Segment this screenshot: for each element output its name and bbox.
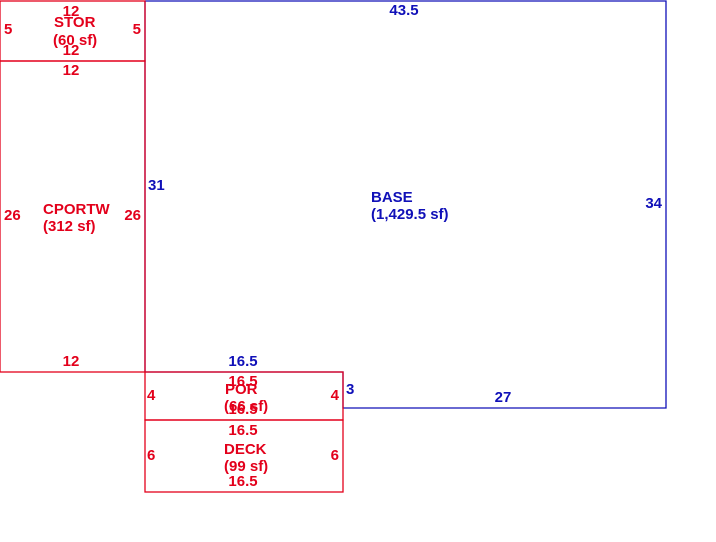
deck-dim-left: 6	[147, 447, 155, 464]
deck-dim-bottom: 16.5	[228, 473, 257, 490]
base-dim-left: 31	[148, 177, 165, 194]
por-name: POR	[225, 381, 258, 398]
base-dim-top: 43.5	[389, 2, 418, 19]
cportw-outline	[0, 60, 146, 373]
stor-dim-left: 5	[4, 21, 12, 38]
stor-name: STOR	[54, 14, 96, 31]
cportw-name: CPORTW	[43, 201, 111, 218]
stor-dim-bottom: 12	[63, 42, 80, 59]
cportw-area: (312 sf)	[43, 218, 96, 235]
cportw-dim-bottom: 12	[63, 353, 80, 370]
base-dim-step-top: 16.5	[228, 353, 257, 370]
deck-name: DECK	[224, 441, 267, 458]
por-area: (66 sf)	[224, 398, 268, 415]
stor-dim-top: 12	[63, 3, 80, 20]
base-name: BASE	[371, 189, 413, 206]
stor-area: (60 sf)	[53, 32, 97, 49]
base-area: (1,429.5 sf)	[371, 206, 449, 223]
por-dim-left: 4	[147, 387, 156, 404]
deck-area: (99 sf)	[224, 458, 268, 475]
deck-dim-right: 6	[331, 447, 339, 464]
base-dim-bottom: 27	[495, 389, 512, 406]
deck-outline	[144, 419, 344, 493]
cportw-dim-right: 26	[124, 207, 141, 224]
cportw-dim-top: 12	[63, 62, 80, 79]
base-dim-step-side: 3	[346, 381, 354, 398]
cportw-dim-left: 26	[4, 207, 21, 224]
por-dim-bottom: 16.5	[228, 401, 257, 418]
base-dim-right: 34	[645, 195, 662, 212]
stor-dim-right: 5	[133, 21, 141, 38]
por-dim-right: 4	[331, 387, 340, 404]
por-dim-top: 16.5	[228, 373, 257, 390]
deck-dim-top: 16.5	[228, 422, 257, 439]
